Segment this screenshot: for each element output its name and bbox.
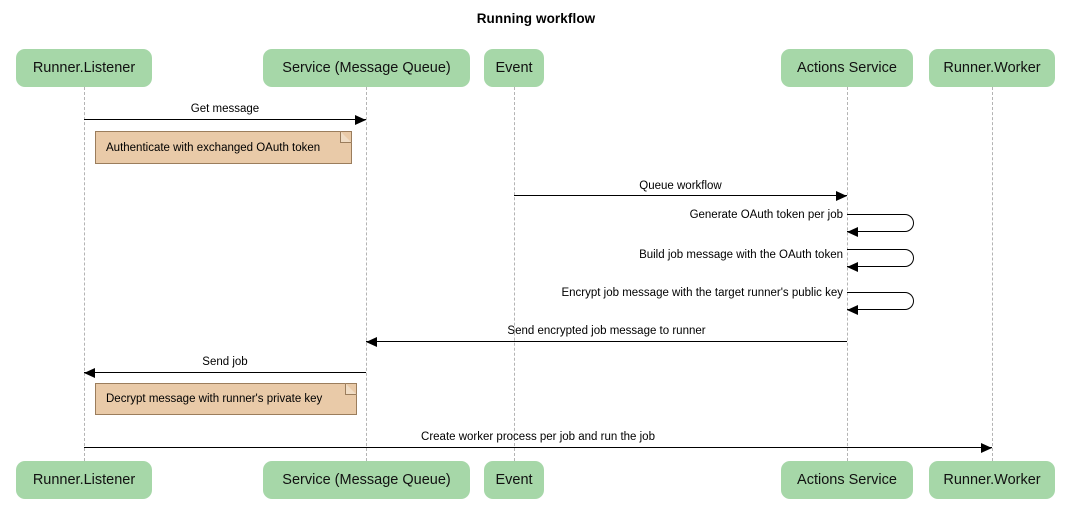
note-decrypt[interactable]: Decrypt message with runner's private ke… — [95, 383, 357, 415]
arrowhead-queue-workflow — [836, 191, 847, 201]
note-fold-corner-icon — [345, 383, 357, 395]
lifeline-service-queue — [366, 87, 367, 461]
message-label-encrypt-job-message: Encrypt job message with the target runn… — [561, 287, 843, 299]
note-fold-corner-icon — [340, 131, 352, 143]
note-authenticate[interactable]: Authenticate with exchanged OAuth token — [95, 131, 352, 164]
self-message-loop-build-job-message — [847, 249, 914, 267]
participant-runner-listener-bottom[interactable]: Runner.Listener — [16, 461, 152, 499]
participant-runner-listener-top[interactable]: Runner.Listener — [16, 49, 152, 87]
arrowhead-get-message — [355, 115, 366, 125]
lifeline-event — [514, 87, 515, 461]
message-line-create-worker-process — [84, 447, 992, 448]
self-message-loop-generate-oauth-token — [847, 214, 914, 232]
participant-runner-worker-top[interactable]: Runner.Worker — [929, 49, 1055, 87]
message-line-send-encrypted-job-message — [366, 341, 847, 342]
participant-service-queue-top[interactable]: Service (Message Queue) — [263, 49, 470, 87]
participant-runner-worker-bottom[interactable]: Runner.Worker — [929, 461, 1055, 499]
message-line-send-job — [84, 372, 366, 373]
message-label-create-worker-process: Create worker process per job and run th… — [421, 431, 655, 443]
page-title: Running workflow — [476, 11, 596, 26]
note-text: Authenticate with exchanged OAuth token — [106, 141, 321, 154]
message-line-queue-workflow — [514, 195, 847, 196]
note-text: Decrypt message with runner's private ke… — [106, 393, 323, 405]
self-message-loop-encrypt-job-message — [847, 292, 914, 310]
arrowhead-send-encrypted-job-message — [366, 337, 377, 347]
lifeline-runner-worker — [992, 87, 993, 461]
participant-actions-service-top[interactable]: Actions Service — [781, 49, 913, 87]
lifeline-runner-listener — [84, 87, 85, 461]
message-label-build-job-message: Build job message with the OAuth token — [639, 249, 843, 261]
message-label-send-job: Send job — [202, 356, 248, 368]
participant-actions-service-bottom[interactable]: Actions Service — [781, 461, 913, 499]
arrowhead-send-job — [84, 368, 95, 378]
arrowhead-generate-oauth-token — [847, 227, 858, 237]
message-line-get-message — [84, 119, 366, 120]
participant-service-queue-bottom[interactable]: Service (Message Queue) — [263, 461, 470, 499]
arrowhead-encrypt-job-message — [847, 305, 858, 315]
lifeline-actions-service — [847, 87, 848, 461]
participant-event-bottom[interactable]: Event — [484, 461, 544, 499]
message-label-generate-oauth-token: Generate OAuth token per job — [689, 209, 843, 221]
participant-event-top[interactable]: Event — [484, 49, 544, 87]
message-label-get-message: Get message — [190, 103, 260, 115]
arrowhead-create-worker-process — [981, 443, 992, 453]
arrowhead-build-job-message — [847, 262, 858, 272]
message-label-send-encrypted-job-message: Send encrypted job message to runner — [507, 325, 706, 337]
message-label-queue-workflow: Queue workflow — [639, 180, 722, 192]
